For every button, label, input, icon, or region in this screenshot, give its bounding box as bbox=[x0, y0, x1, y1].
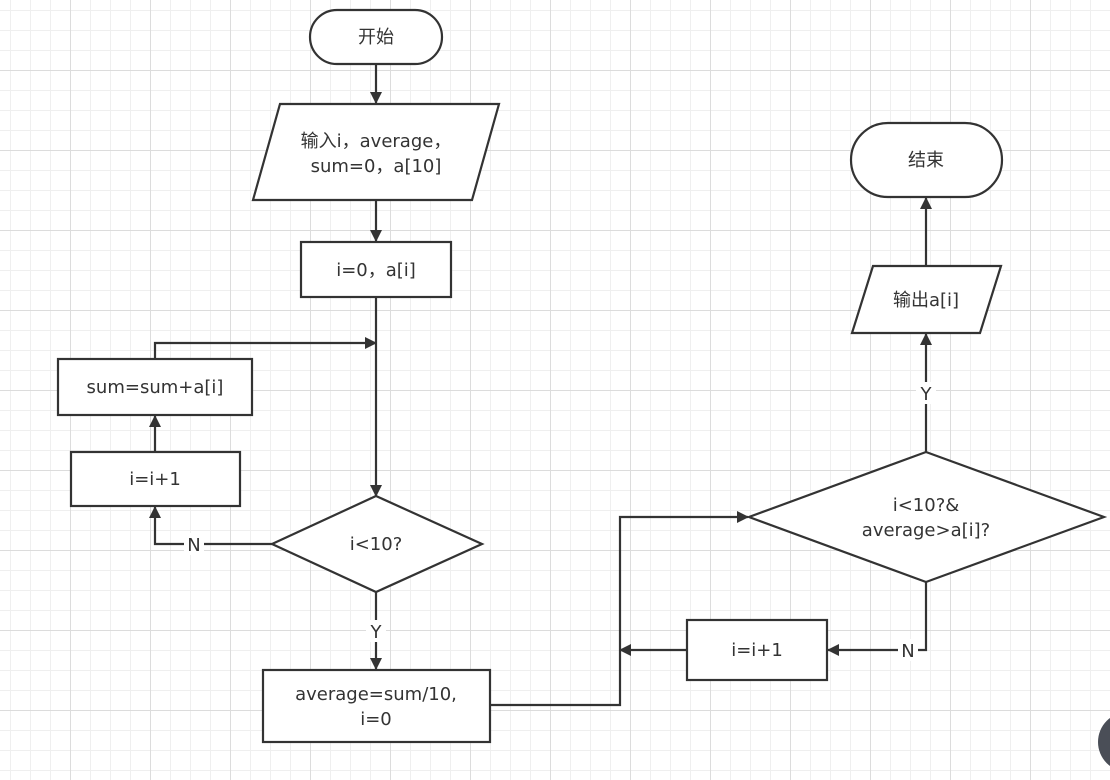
node-compute-average-line1: average=sum/10, bbox=[295, 684, 457, 705]
edge-filter-no-to-increment bbox=[827, 582, 928, 656]
edges bbox=[149, 64, 932, 707]
node-start-label: 开始 bbox=[358, 27, 394, 48]
edge-condition-no-to-increment bbox=[149, 506, 272, 546]
node-increment-right-label: i=i+1 bbox=[731, 640, 783, 661]
edge-label-filter-no: N bbox=[901, 641, 914, 662]
node-accumulate[interactable]: sum=sum+a[i] bbox=[56, 357, 254, 417]
edge-label-loop-no: N bbox=[187, 535, 200, 556]
node-output-label: 输出a[i] bbox=[893, 290, 959, 311]
node-increment-right[interactable]: i=i+1 bbox=[685, 618, 829, 682]
edge-average-to-filter bbox=[491, 511, 749, 707]
node-condition-filter-line1: i<10?& bbox=[893, 495, 960, 516]
node-init[interactable]: i=0，a[i] bbox=[299, 240, 453, 299]
node-input-label-line1: 输入i，average， bbox=[301, 131, 452, 152]
edge-label-filter-yes: Y bbox=[920, 384, 933, 405]
node-start[interactable]: 开始 bbox=[308, 8, 444, 66]
node-condition-filter-line2: average>a[i]? bbox=[862, 520, 990, 541]
node-end-label: 结束 bbox=[908, 150, 944, 171]
node-increment-left-label: i=i+1 bbox=[129, 469, 181, 490]
node-increment-left[interactable]: i=i+1 bbox=[69, 450, 242, 508]
node-condition-loop-label: i<10? bbox=[350, 534, 403, 555]
node-init-label: i=0，a[i] bbox=[336, 260, 416, 281]
edge-accumulate-to-main bbox=[153, 337, 377, 358]
node-compute-average[interactable]: average=sum/10, i=0 bbox=[261, 668, 492, 744]
node-input[interactable]: 输入i，average， sum=0，a[10] bbox=[251, 102, 501, 202]
node-condition-loop[interactable]: i<10? bbox=[269, 494, 485, 594]
node-output[interactable]: 输出a[i] bbox=[850, 264, 1003, 335]
node-compute-average-line2: i=0 bbox=[360, 709, 392, 730]
node-end[interactable]: 结束 bbox=[849, 121, 1004, 199]
node-accumulate-label: sum=sum+a[i] bbox=[87, 377, 224, 398]
node-input-label-line2: sum=0，a[10] bbox=[311, 156, 442, 177]
node-condition-filter[interactable]: i<10?& average>a[i]? bbox=[745, 450, 1108, 584]
edge-labels: N Y N Y bbox=[184, 382, 936, 662]
edge-label-loop-yes: Y bbox=[370, 622, 383, 643]
